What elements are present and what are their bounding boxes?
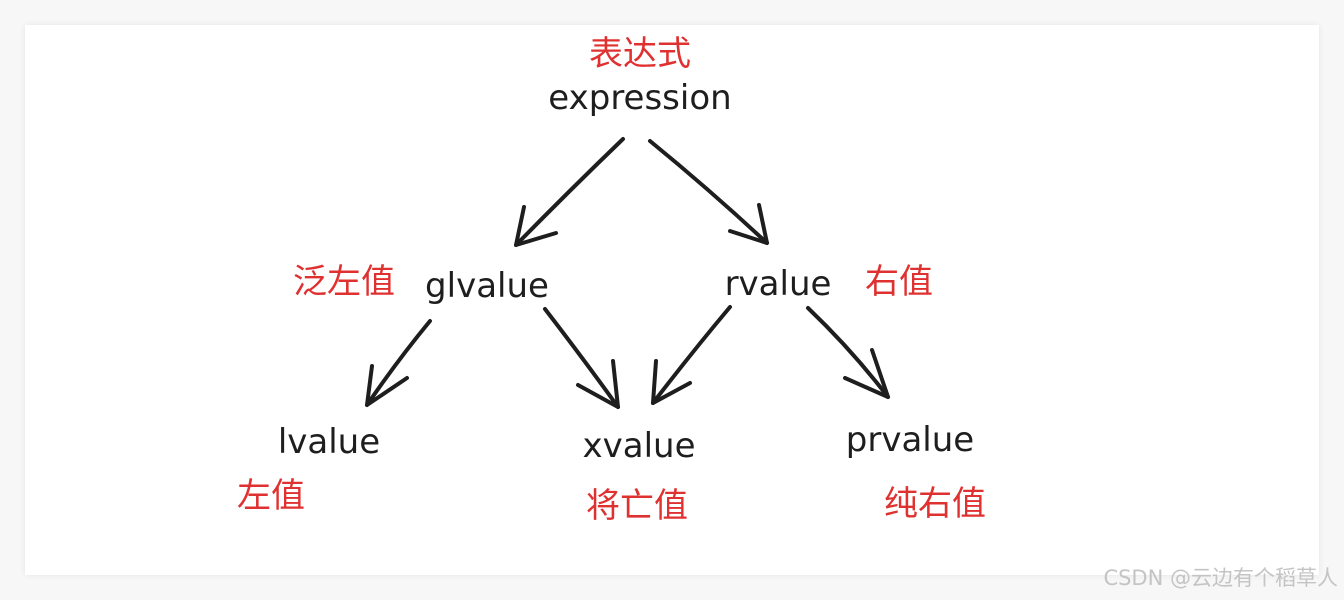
- lvalue-term-label: lvalue: [278, 422, 380, 462]
- glvalue-cn-label: 泛左值: [293, 262, 395, 302]
- xvalue-term-label: xvalue: [583, 426, 696, 466]
- rvalue-cn-label: 右值: [865, 262, 933, 302]
- diagram-card: 表达式 expression 泛左值 glvalue rvalue 右值 lva…: [25, 25, 1319, 575]
- lvalue-cn-label: 左值: [237, 476, 305, 516]
- arrow-rvalue-to-xvalue: [651, 305, 732, 405]
- expression-cn-label: 表达式: [589, 34, 691, 74]
- xvalue-cn-label: 将亡值: [586, 486, 688, 526]
- csdn-watermark: CSDN @云边有个稻草人: [1103, 566, 1338, 590]
- arrow-rvalue-to-prvalue: [806, 306, 890, 399]
- arrow-glvalue-to-lvalue: [365, 319, 432, 407]
- arrow-expression-to-glvalue: [514, 137, 625, 247]
- arrow-expression-to-rvalue: [648, 139, 769, 245]
- value-category-diagram: 表达式 expression 泛左值 glvalue rvalue 右值 lva…: [237, 34, 986, 526]
- prvalue-term-label: prvalue: [846, 420, 974, 460]
- arrow-glvalue-to-xvalue: [543, 307, 620, 409]
- glvalue-term-label: glvalue: [425, 266, 549, 306]
- rvalue-term-label: rvalue: [725, 264, 832, 304]
- prvalue-cn-label: 纯右值: [884, 484, 986, 524]
- expression-term-label: expression: [548, 78, 731, 118]
